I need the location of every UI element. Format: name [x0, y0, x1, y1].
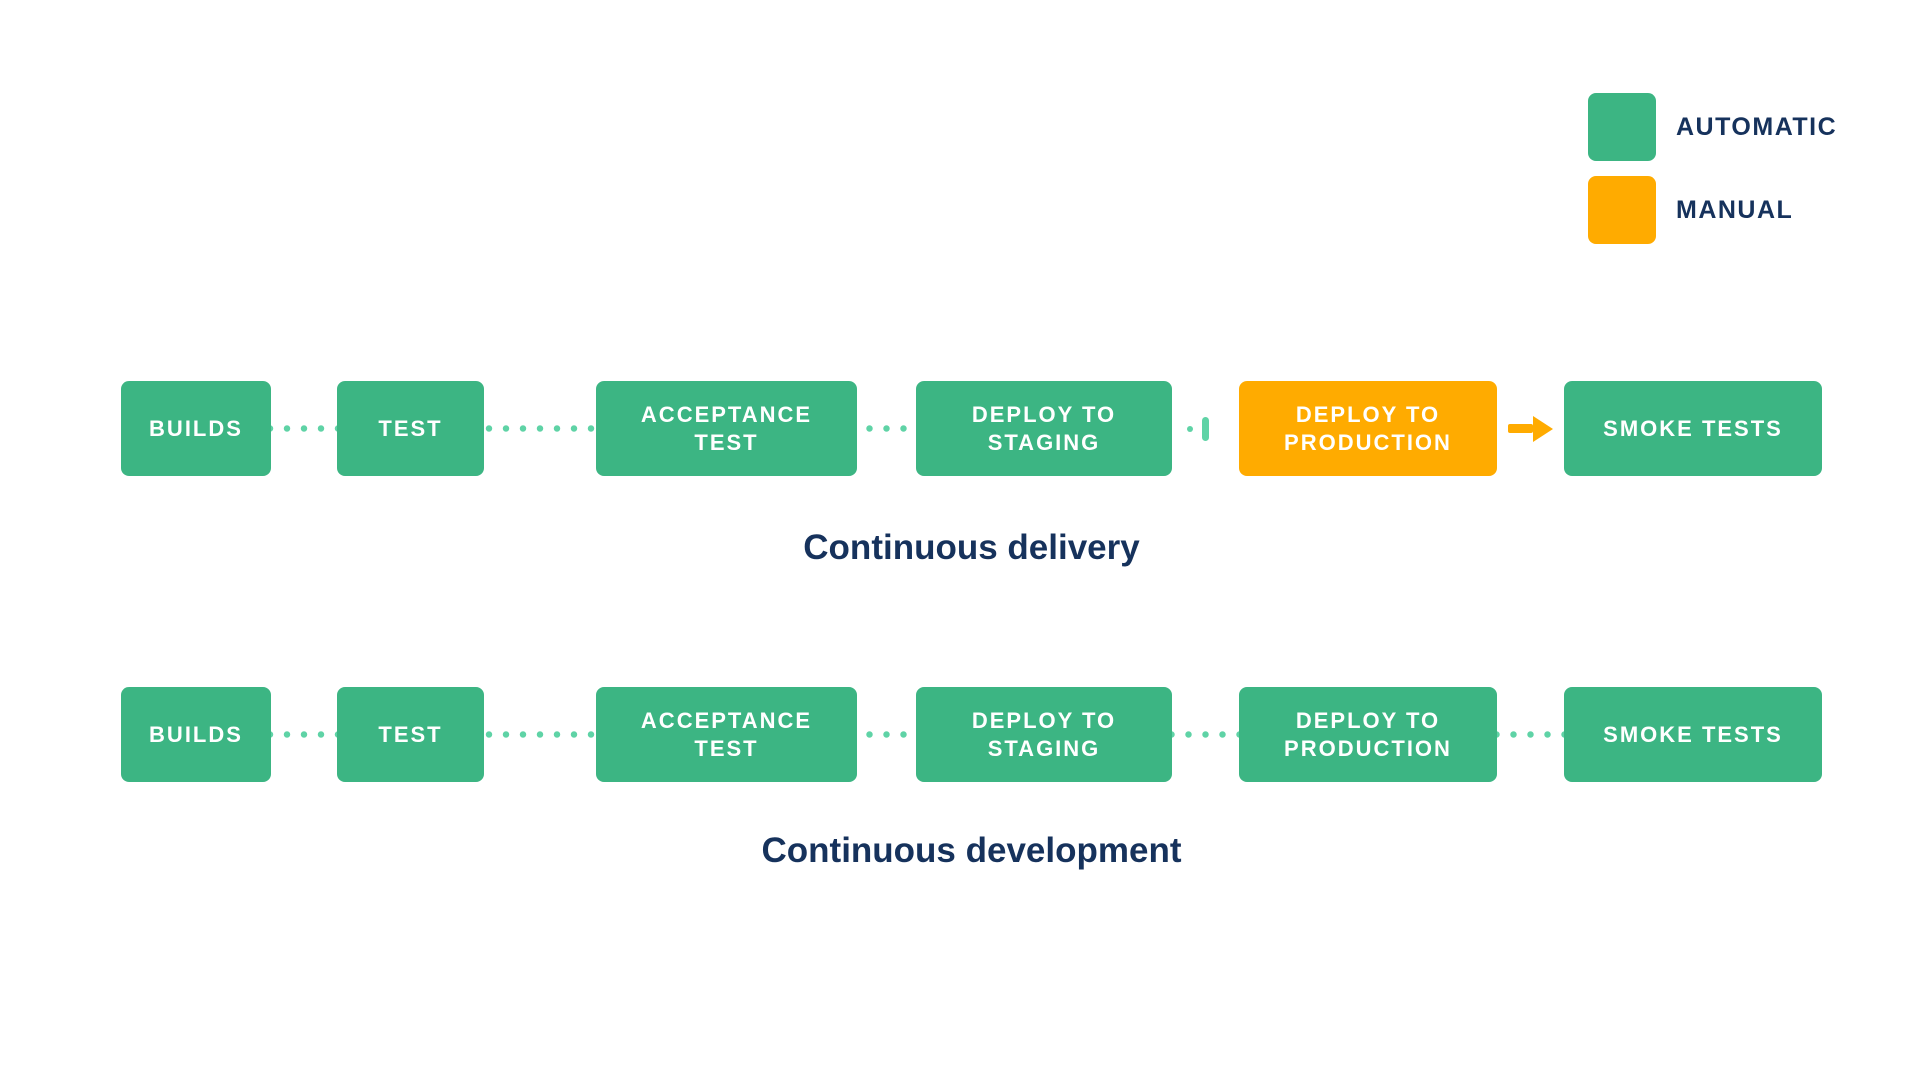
- dotted-connector: [857, 687, 916, 782]
- legend-label-automatic: AUTOMATIC: [1676, 112, 1838, 141]
- automatic-color-swatch: [1588, 93, 1656, 161]
- arrow-icon: [1508, 424, 1533, 433]
- caption-continuous-delivery: Continuous delivery: [803, 528, 1140, 567]
- pipeline-continuous-development: BUILDS TEST ACCEPTANCE TEST DEPLOY TO ST…: [121, 687, 1822, 782]
- gate-dot-icon: [1187, 425, 1193, 432]
- pause-bar-icon: [1202, 416, 1209, 441]
- legend-item-automatic: AUTOMATIC: [1588, 93, 1837, 161]
- caption-continuous-development: Continuous development: [761, 831, 1182, 870]
- legend-item-manual: MANUAL: [1588, 176, 1837, 244]
- stage-builds: BUILDS: [121, 687, 271, 782]
- dotted-connector: [271, 381, 337, 476]
- legend: AUTOMATIC MANUAL: [1588, 93, 1837, 244]
- dotted-connector: [271, 687, 337, 782]
- stage-deploy-to-staging: DEPLOY TO STAGING: [916, 687, 1172, 782]
- stage-builds: BUILDS: [121, 381, 271, 476]
- manual-arrow-connector: [1497, 381, 1564, 476]
- stage-deploy-to-production: DEPLOY TO PRODUCTION: [1239, 687, 1497, 782]
- dotted-connector: [1497, 687, 1564, 782]
- stage-deploy-to-production-manual: DEPLOY TO PRODUCTION: [1239, 381, 1497, 476]
- stage-smoke-tests: SMOKE TESTS: [1564, 687, 1822, 782]
- stage-deploy-to-staging: DEPLOY TO STAGING: [916, 381, 1172, 476]
- pipeline-continuous-delivery: BUILDS TEST ACCEPTANCE TEST DEPLOY TO ST…: [121, 381, 1822, 476]
- arrow-head-icon: [1533, 415, 1553, 442]
- stage-acceptance-test: ACCEPTANCE TEST: [596, 687, 857, 782]
- manual-color-swatch: [1588, 176, 1656, 244]
- dotted-connector: [484, 687, 596, 782]
- stage-acceptance-test: ACCEPTANCE TEST: [596, 381, 857, 476]
- legend-label-manual: MANUAL: [1676, 195, 1794, 224]
- stage-smoke-tests: SMOKE TESTS: [1564, 381, 1822, 476]
- manual-gate-connector: [1172, 381, 1239, 476]
- dotted-connector: [484, 381, 596, 476]
- stage-test: TEST: [337, 687, 484, 782]
- dotted-connector: [857, 381, 916, 476]
- dotted-connector: [1172, 687, 1239, 782]
- stage-test: TEST: [337, 381, 484, 476]
